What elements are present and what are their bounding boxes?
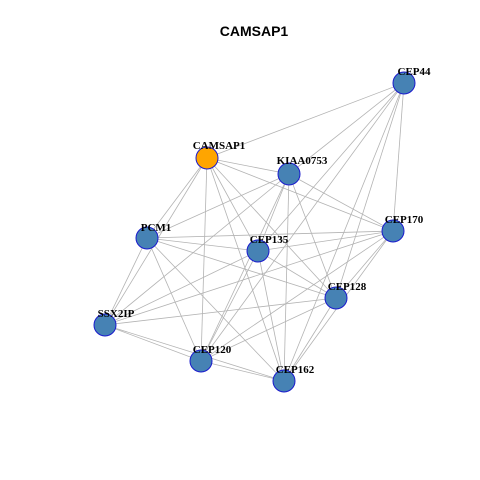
edge-cep128-cep162 <box>283 297 337 382</box>
nodes-layer <box>93 71 416 393</box>
edge-cep120-cep162 <box>200 360 285 382</box>
node-cep162[interactable] <box>272 369 296 393</box>
edges-layer <box>104 82 405 382</box>
node-cep128[interactable] <box>324 286 348 310</box>
edge-kiaa0753-cep162 <box>283 173 290 382</box>
node-ssx2ip[interactable] <box>93 313 117 337</box>
node-kiaa0753[interactable] <box>277 162 301 186</box>
edge-cep44-cep120 <box>200 82 405 362</box>
edge-kiaa0753-ssx2ip <box>104 173 290 326</box>
edge-pcm1-cep135 <box>146 237 259 252</box>
edge-kiaa0753-cep170 <box>288 173 394 232</box>
node-label-cep120: CEP120 <box>193 344 232 356</box>
edge-cep128-ssx2ip <box>104 297 337 326</box>
labels-layer: CEP44CAMSAP1KIAA0753CEP170PCM1CEP135CEP1… <box>98 66 431 376</box>
node-cep135[interactable] <box>246 239 270 263</box>
edge-kiaa0753-cep135 <box>257 173 290 252</box>
node-camsap1[interactable] <box>195 146 219 170</box>
edge-pcm1-ssx2ip <box>104 237 148 326</box>
edge-cep135-cep120 <box>200 250 259 362</box>
node-label-cep162: CEP162 <box>276 364 315 376</box>
edge-pcm1-cep162 <box>146 237 285 382</box>
diagram-title: CAMSAP1 <box>220 23 289 39</box>
edge-camsap1-cep135 <box>206 157 259 252</box>
node-cep170[interactable] <box>381 219 405 243</box>
edge-camsap1-cep170 <box>206 157 394 232</box>
node-cep44[interactable] <box>392 71 416 95</box>
edge-camsap1-cep120 <box>200 157 208 362</box>
node-pcm1[interactable] <box>135 226 159 250</box>
edge-cep128-cep120 <box>200 297 337 362</box>
edge-camsap1-pcm1 <box>146 157 208 239</box>
edge-camsap1-cep44 <box>206 82 405 159</box>
edge-cep44-kiaa0753 <box>288 82 405 175</box>
edge-cep170-cep120 <box>200 230 394 362</box>
edge-cep135-cep162 <box>257 250 285 382</box>
edge-camsap1-cep128 <box>206 157 337 299</box>
edge-cep135-cep128 <box>257 250 337 299</box>
edge-cep170-cep128 <box>335 230 394 299</box>
edge-kiaa0753-cep120 <box>200 173 290 362</box>
edge-ssx2ip-cep120 <box>104 324 202 362</box>
node-label-cep44: CEP44 <box>398 66 432 78</box>
node-label-ssx2ip: SSX2IP <box>98 308 135 320</box>
edge-camsap1-kiaa0753 <box>206 157 290 175</box>
node-label-camsap1: CAMSAP1 <box>193 140 246 152</box>
edge-cep44-cep170 <box>392 82 405 232</box>
edge-cep170-ssx2ip <box>104 230 394 326</box>
edge-cep44-cep135 <box>257 82 405 252</box>
node-label-cep128: CEP128 <box>328 281 367 293</box>
edge-cep135-cep170 <box>257 230 394 252</box>
edge-pcm1-cep128 <box>146 237 337 299</box>
edge-cep135-ssx2ip <box>104 250 259 326</box>
node-cep120[interactable] <box>189 349 213 373</box>
edge-pcm1-cep120 <box>146 237 202 362</box>
node-label-cep135: CEP135 <box>250 234 289 246</box>
edge-kiaa0753-cep128 <box>288 173 337 299</box>
node-label-pcm1: PCM1 <box>141 222 172 234</box>
edge-kiaa0753-pcm1 <box>146 173 290 239</box>
edge-pcm1-cep170 <box>146 230 394 239</box>
node-label-kiaa0753: KIAA0753 <box>277 155 328 167</box>
node-label-cep170: CEP170 <box>385 214 424 226</box>
